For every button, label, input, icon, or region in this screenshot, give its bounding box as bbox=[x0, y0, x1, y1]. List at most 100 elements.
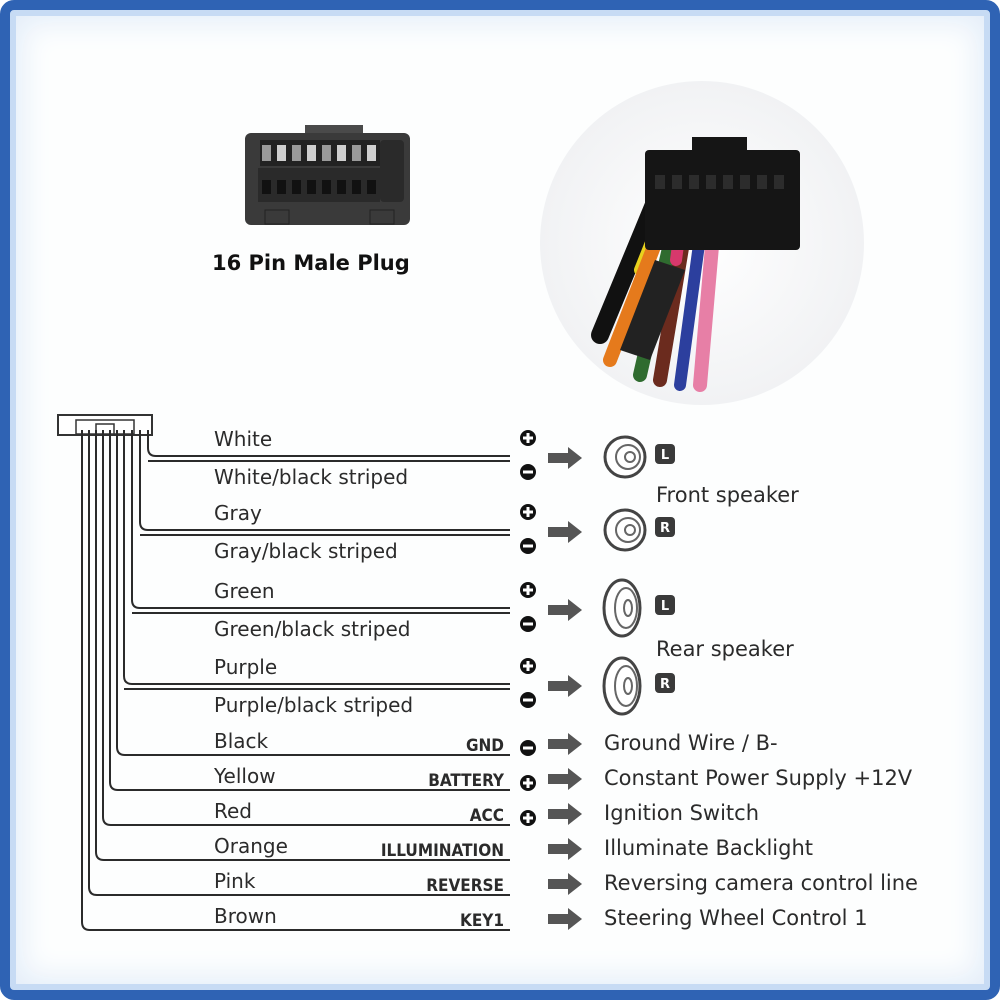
plug-pin bbox=[337, 180, 346, 194]
plug-pin bbox=[292, 180, 301, 194]
minus-circle-icon bbox=[520, 464, 536, 480]
channel-badge-label: R bbox=[660, 521, 670, 536]
minus-circle-icon bbox=[520, 740, 536, 756]
speaker-group-label: Front speaker bbox=[656, 483, 799, 507]
wire-color-label: White/black striped bbox=[214, 465, 408, 489]
wire-line bbox=[139, 430, 510, 531]
plug-pin bbox=[322, 180, 331, 194]
arrow-right-icon bbox=[548, 803, 582, 825]
wire-color-label: White bbox=[214, 427, 272, 451]
speaker-icon bbox=[603, 435, 647, 479]
wire-color-label: Green/black striped bbox=[214, 617, 410, 641]
minus-circle-icon bbox=[520, 616, 536, 632]
photo-pin bbox=[672, 175, 682, 189]
photo-pin bbox=[655, 175, 665, 189]
speaker-icon bbox=[602, 578, 642, 638]
channel-badge: L bbox=[655, 595, 675, 615]
plug-pin bbox=[277, 145, 286, 161]
wire-function-label: KEY1 bbox=[460, 911, 504, 931]
plus-circle-icon bbox=[520, 775, 536, 791]
wire-line bbox=[102, 430, 510, 826]
plug-caption: 16 Pin Male Plug bbox=[212, 251, 410, 275]
plug-pin bbox=[307, 145, 316, 161]
wire-description: Steering Wheel Control 1 bbox=[604, 906, 868, 930]
arrow-right-icon bbox=[548, 521, 582, 543]
arrow-right-icon bbox=[548, 838, 582, 860]
channel-badge-label: R bbox=[660, 677, 670, 692]
plus-circle-icon bbox=[520, 504, 536, 520]
wire-color-label: Purple/black striped bbox=[214, 693, 413, 717]
arrow-right-icon bbox=[548, 447, 582, 469]
minus-circle-icon bbox=[520, 538, 536, 554]
channel-badge-label: L bbox=[661, 599, 669, 614]
plug-pin bbox=[277, 180, 286, 194]
arrow-right-icon bbox=[548, 599, 582, 621]
wire-line bbox=[109, 430, 510, 791]
wire-description: Illuminate Backlight bbox=[604, 836, 813, 860]
arrow-right-icon bbox=[548, 768, 582, 790]
plug-pin bbox=[292, 145, 301, 161]
wire-line bbox=[147, 430, 510, 457]
minus-circle-icon bbox=[520, 692, 536, 708]
arrow-right-icon bbox=[548, 733, 582, 755]
plug-pin bbox=[367, 145, 376, 161]
wire-line bbox=[116, 430, 510, 756]
wire-line bbox=[88, 430, 510, 896]
wire-function-label: ACC bbox=[470, 806, 504, 826]
wire-color-label: Red bbox=[214, 799, 252, 823]
wire-description: Constant Power Supply +12V bbox=[604, 766, 913, 790]
plug-pin bbox=[322, 145, 331, 161]
plus-circle-icon bbox=[520, 658, 536, 674]
wire-color-label: Brown bbox=[214, 904, 277, 928]
plus-circle-icon bbox=[520, 582, 536, 598]
wire-function-label: GND bbox=[466, 736, 504, 756]
wire-line bbox=[81, 430, 510, 931]
channel-badge: R bbox=[655, 517, 675, 537]
arrow-right-icon bbox=[548, 873, 582, 895]
wire-description: Ground Wire / B- bbox=[604, 731, 778, 755]
speaker-icon bbox=[602, 656, 642, 716]
wire-color-label: Green bbox=[214, 579, 275, 603]
wire-line bbox=[131, 430, 510, 609]
arrow-right-icon bbox=[548, 908, 582, 930]
plug-pin bbox=[262, 145, 271, 161]
wire-color-label: Purple bbox=[214, 655, 277, 679]
plug-pin bbox=[352, 180, 361, 194]
speaker-group-label: Rear speaker bbox=[656, 637, 794, 661]
photo-pin bbox=[740, 175, 750, 189]
wire-description: Reversing camera control line bbox=[604, 871, 918, 895]
wire-color-label: Gray/black striped bbox=[214, 539, 398, 563]
wire-color-label: Yellow bbox=[213, 764, 276, 788]
plug-pin bbox=[262, 180, 271, 194]
wire-line bbox=[123, 430, 510, 685]
wire-color-label: Pink bbox=[214, 869, 256, 893]
wire-description: Ignition Switch bbox=[604, 801, 759, 825]
plug-pin bbox=[367, 180, 376, 194]
wire-function-label: BATTERY bbox=[428, 771, 505, 791]
wire-color-label: Gray bbox=[214, 501, 262, 525]
wire-function-label: REVERSE bbox=[426, 876, 504, 896]
channel-badge: L bbox=[655, 444, 675, 464]
wire-color-label: Orange bbox=[214, 834, 288, 858]
photo-pin bbox=[689, 175, 699, 189]
plug-pin bbox=[307, 180, 316, 194]
wire-color-label: Black bbox=[214, 729, 269, 753]
channel-badge-label: L bbox=[661, 448, 669, 463]
plug-illustration bbox=[245, 125, 410, 225]
photo-pin bbox=[706, 175, 716, 189]
harness-photo bbox=[540, 81, 864, 405]
photo-pin bbox=[723, 175, 733, 189]
connector-block bbox=[57, 414, 153, 436]
speaker-icon bbox=[603, 508, 647, 552]
arrow-right-icon bbox=[548, 675, 582, 697]
plus-circle-icon bbox=[520, 810, 536, 826]
channel-badge: R bbox=[655, 673, 675, 693]
plug-pin bbox=[337, 145, 346, 161]
photo-pin bbox=[774, 175, 784, 189]
plus-circle-icon bbox=[520, 430, 536, 446]
photo-pin bbox=[757, 175, 767, 189]
wire-function-label: ILLUMINATION bbox=[381, 841, 504, 861]
plug-pin bbox=[352, 145, 361, 161]
wire-line bbox=[95, 430, 510, 861]
